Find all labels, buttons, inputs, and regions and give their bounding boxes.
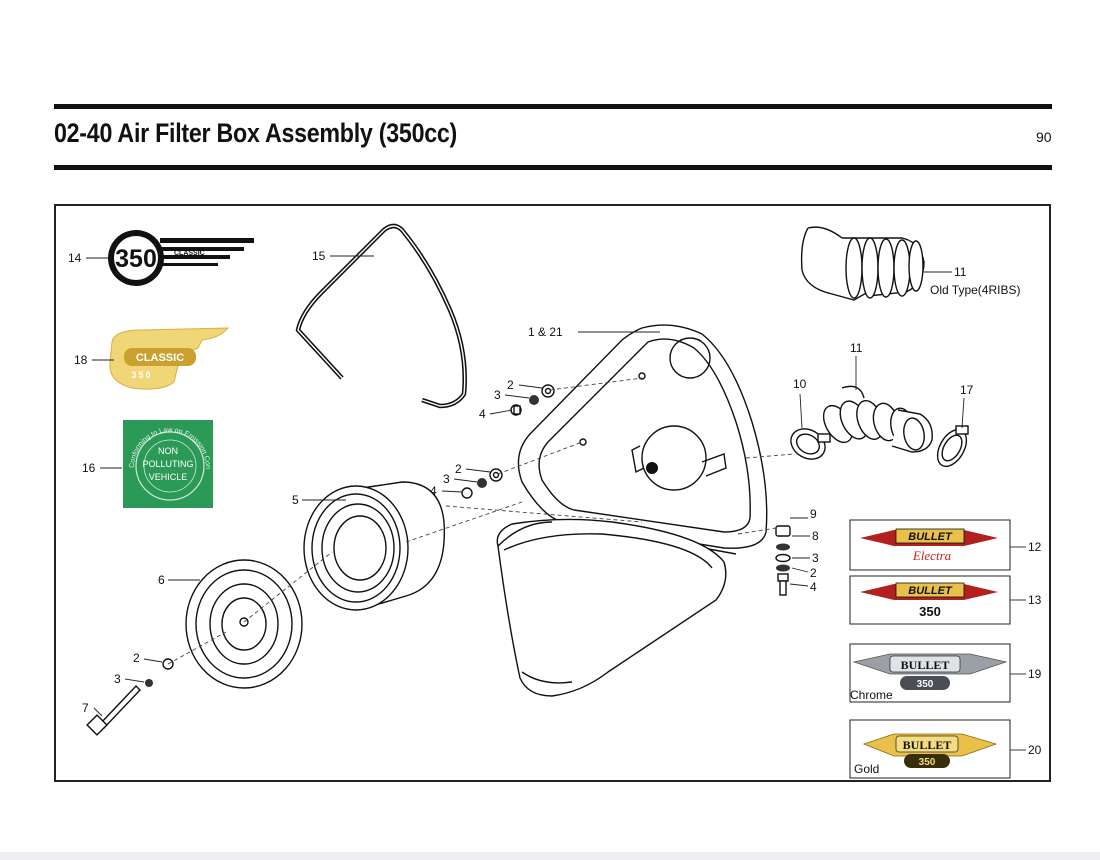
fastener-group-upper bbox=[510, 384, 555, 416]
decal-18-word: CLASSIC bbox=[136, 352, 184, 364]
decal-12-script: Electra bbox=[912, 548, 952, 563]
header-rule-bottom bbox=[54, 165, 1052, 170]
decal-14-number: 350 bbox=[115, 245, 157, 273]
callout-3-right: 3 bbox=[812, 551, 819, 565]
page-number: 90 bbox=[1036, 129, 1052, 145]
callout-2-middle: 2 bbox=[455, 462, 462, 476]
callout-13: 13 bbox=[1028, 593, 1042, 607]
part-17-hose-clamp bbox=[936, 425, 969, 468]
callout-11-old-type-note: Old Type(4RIBS) bbox=[930, 283, 1020, 297]
callout-14: 14 bbox=[68, 251, 82, 265]
callout-1-21: 1 & 21 bbox=[528, 325, 563, 339]
callout-16: 16 bbox=[82, 461, 96, 475]
decal-13-number: 350 bbox=[919, 604, 941, 619]
fastener-group-right-stack bbox=[775, 525, 791, 596]
callout-10: 10 bbox=[793, 377, 807, 391]
exploded-parts-diagram: 350 CLASSIC 14 CLASSIC 350 18 Conforming… bbox=[56, 206, 1042, 779]
decal-13-bullet-350: BULLET 350 bbox=[849, 575, 1011, 625]
callout-20: 20 bbox=[1028, 743, 1042, 757]
decal-14-classic-350-badge: 350 CLASSIC bbox=[108, 230, 254, 286]
callout-15: 15 bbox=[312, 249, 326, 263]
callout-4-middle: 4 bbox=[430, 484, 437, 498]
header-rule-top bbox=[54, 104, 1052, 109]
decal-20-number: 350 bbox=[919, 757, 936, 768]
callout-3-upper: 3 bbox=[494, 388, 501, 402]
part-15-filter-box-seal bbox=[295, 223, 467, 409]
decal-19-caption: Chrome bbox=[850, 688, 893, 702]
part-1-21-air-filter-box bbox=[517, 324, 768, 555]
bottom-strip bbox=[0, 852, 1100, 860]
callout-12: 12 bbox=[1028, 540, 1042, 554]
decal-19-bullet-350-chrome: BULLET 350 Chrome bbox=[849, 643, 1011, 703]
part-filter-box-lid bbox=[496, 518, 727, 697]
callout-4-right: 4 bbox=[810, 580, 817, 594]
callout-8: 8 bbox=[812, 529, 819, 543]
decal-16-line-2: POLLUTING bbox=[142, 459, 193, 469]
callout-11: 11 bbox=[850, 341, 863, 355]
decal-20-caption: Gold bbox=[854, 762, 879, 776]
callout-4-upper: 4 bbox=[479, 407, 486, 421]
decal-19-word: BULLET bbox=[901, 658, 950, 672]
callout-3-lower-left: 3 bbox=[114, 672, 121, 686]
callout-18: 18 bbox=[74, 353, 88, 367]
decal-20-word: BULLET bbox=[903, 738, 952, 752]
decal-18-number: 350 bbox=[131, 370, 152, 380]
callout-11-old-type: 11 bbox=[954, 265, 967, 279]
part-11-intake-hose bbox=[822, 385, 933, 453]
decal-12-word: BULLET bbox=[908, 531, 953, 543]
part-6-filter-cover bbox=[185, 559, 303, 689]
callout-7: 7 bbox=[82, 701, 89, 715]
callout-9: 9 bbox=[810, 507, 817, 521]
callout-19: 19 bbox=[1028, 667, 1042, 681]
decal-12-bullet-electra: BULLET Electra bbox=[849, 519, 1011, 571]
callout-2-right: 2 bbox=[810, 566, 817, 580]
fastener-group-lower-left bbox=[86, 658, 174, 736]
decal-13-word: BULLET bbox=[908, 585, 953, 597]
part-5-filter-element bbox=[303, 481, 446, 611]
callout-3-middle: 3 bbox=[443, 472, 450, 486]
callout-5: 5 bbox=[292, 493, 299, 507]
page-title: 02-40 Air Filter Box Assembly (350cc) bbox=[54, 118, 458, 148]
part-11-old-type-hose bbox=[800, 226, 925, 301]
decal-14-word: CLASSIC bbox=[174, 250, 205, 257]
decal-20-bullet-350-gold: BULLET 350 Gold bbox=[849, 719, 1011, 779]
decal-18-classic-gold-wing: CLASSIC 350 bbox=[109, 327, 230, 390]
part-10-hose-clamp bbox=[790, 428, 831, 460]
decal-16-line-3: VEHICLE bbox=[149, 472, 188, 482]
assembly-axes bbox=[167, 377, 795, 665]
fastener-group-middle bbox=[461, 468, 503, 499]
diagram-frame: 350 CLASSIC 14 CLASSIC 350 18 Conforming… bbox=[54, 204, 1051, 782]
decal-16-line-1: NON bbox=[158, 446, 178, 456]
callout-17: 17 bbox=[960, 383, 974, 397]
callout-6: 6 bbox=[158, 573, 165, 587]
callout-2-upper: 2 bbox=[507, 378, 514, 392]
decal-19-number: 350 bbox=[917, 679, 934, 690]
callout-2-lower-left: 2 bbox=[133, 651, 140, 665]
